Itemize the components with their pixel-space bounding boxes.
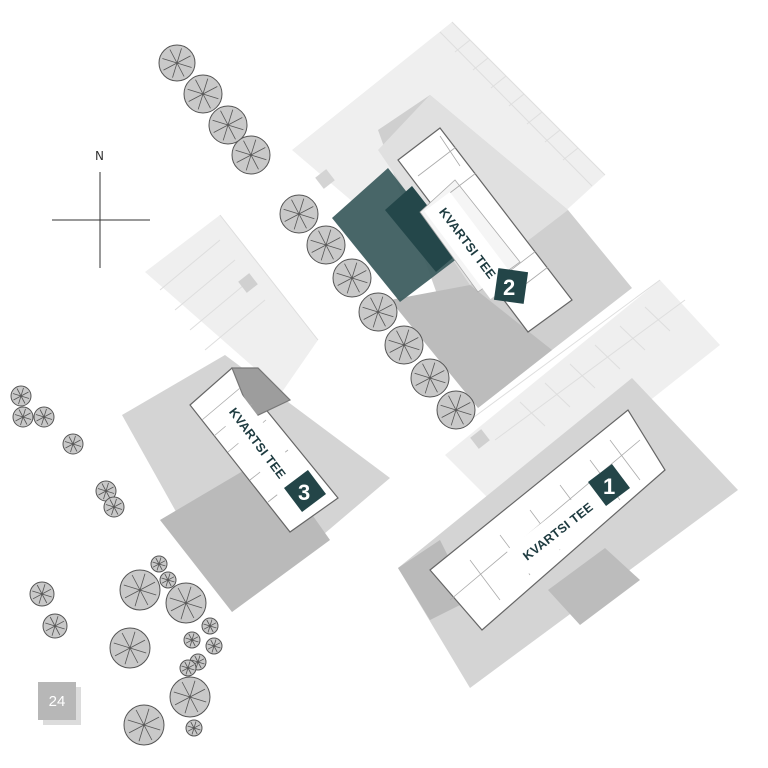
tree-icon [62, 433, 84, 455]
tree-icon [179, 659, 197, 677]
tree-icon [185, 719, 203, 737]
tree-icon [183, 74, 223, 114]
tree-icon [42, 613, 68, 639]
tree-icon [410, 358, 450, 398]
tree-icon [10, 385, 32, 407]
building-number-3: 3 [298, 480, 310, 505]
tree-icon [123, 704, 165, 746]
tree-icon [12, 406, 34, 428]
tree-icon [95, 480, 117, 502]
tree-icon [205, 637, 223, 655]
tree-icon [33, 406, 55, 428]
building-number-1: 1 [603, 474, 615, 499]
tree-icon [208, 105, 248, 145]
tree-icon [109, 627, 151, 669]
building-number-2: 2 [503, 275, 515, 300]
tree-icon [384, 325, 424, 365]
tree-icon [103, 496, 125, 518]
tree-icon [231, 135, 271, 175]
tree-icon [150, 555, 168, 573]
tree-icon [29, 581, 55, 607]
parking-area-west [145, 214, 319, 392]
building-number-badge-1[interactable]: 1 [587, 463, 631, 507]
tree-icon [436, 390, 476, 430]
tree-icon [306, 225, 346, 265]
parking-area-east [445, 279, 720, 515]
north-arrow-icon: N [52, 149, 150, 268]
tree-icon [119, 569, 161, 611]
tree-icon [169, 676, 211, 718]
building-number-badge-3[interactable]: 3 [283, 469, 327, 513]
trees [10, 44, 476, 746]
tree-icon [183, 631, 201, 649]
tree-icon [165, 582, 207, 624]
tree-icon [201, 617, 219, 635]
tree-icon [279, 194, 319, 234]
page-number-badge: 24 [38, 682, 76, 720]
tree-icon [158, 44, 196, 82]
highlighted-footprint-building-2 [332, 168, 462, 302]
north-label: N [95, 149, 104, 163]
tree-icon [332, 258, 372, 298]
tree-icon [159, 571, 177, 589]
building-number-badge-2[interactable]: 2 [493, 268, 529, 304]
tree-icon [358, 292, 398, 332]
